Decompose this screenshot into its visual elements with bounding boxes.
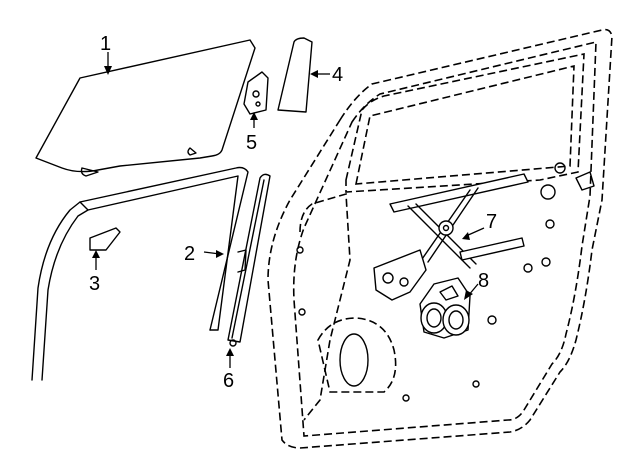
quarter-glass xyxy=(89,227,121,251)
callout-3: 3 xyxy=(89,273,100,295)
callout-labels: 1 2 3 4 5 6 7 8 xyxy=(89,33,497,392)
callout-7: 7 xyxy=(486,211,497,233)
callout-2: 2 xyxy=(184,243,195,265)
mirror-bracket xyxy=(243,71,269,115)
callout-5: 5 xyxy=(246,132,257,154)
window-frame-cover xyxy=(277,37,313,113)
callout-leaders xyxy=(92,52,485,368)
rear-run-channel xyxy=(31,166,249,381)
callout-8: 8 xyxy=(478,270,489,292)
door-shell xyxy=(267,28,613,449)
callout-4: 4 xyxy=(332,64,343,86)
division-bar xyxy=(227,173,271,347)
callout-6: 6 xyxy=(223,370,234,392)
window-regulator xyxy=(373,173,529,301)
callout-1: 1 xyxy=(100,33,111,55)
door-glass xyxy=(35,39,256,177)
regulator-motor xyxy=(419,277,471,339)
